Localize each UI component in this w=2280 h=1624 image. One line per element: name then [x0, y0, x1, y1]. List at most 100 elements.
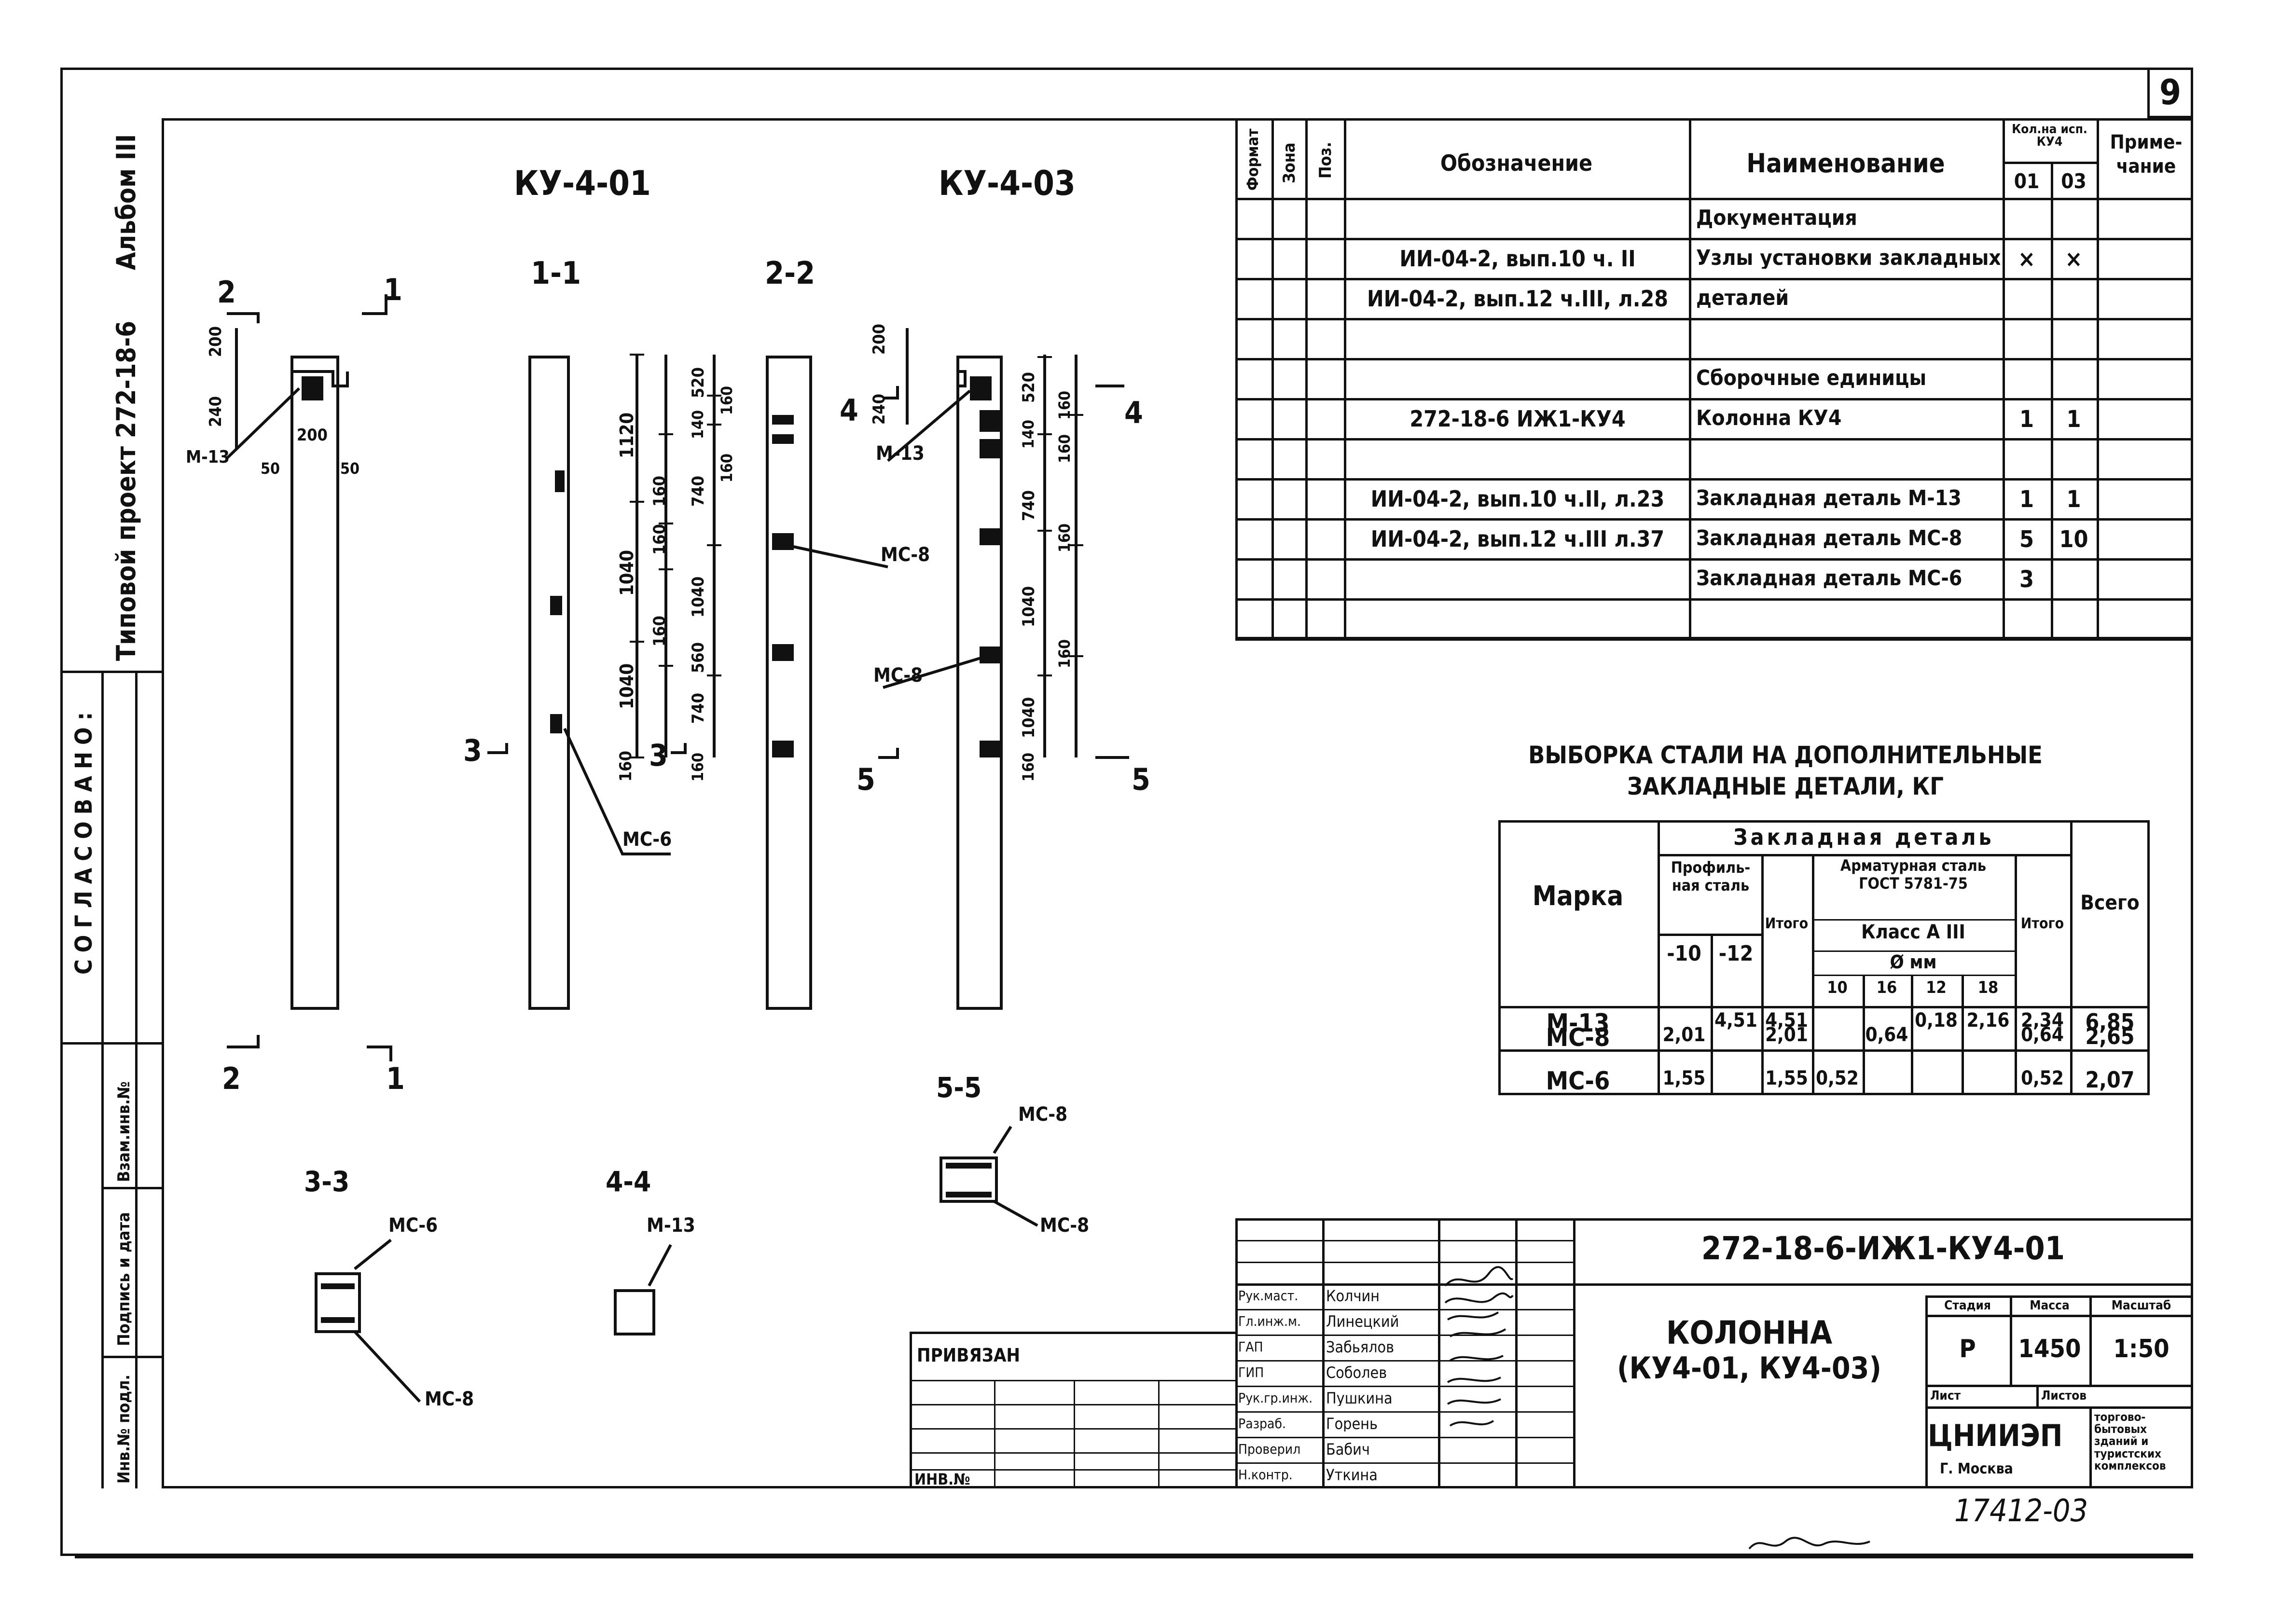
dim-c1-1: 1040: [616, 550, 637, 596]
dim-a1: 240: [206, 396, 225, 427]
page-number-box: [2147, 68, 2193, 118]
dim-a3: 50: [261, 459, 280, 478]
priv-row-1: [910, 1380, 1235, 1381]
tb-stage-bot: [1925, 1385, 2193, 1387]
spec-qty-03: ×: [2065, 248, 2083, 271]
dim-c3-560: 560: [689, 642, 708, 673]
tb-mass: 1450: [2018, 1335, 2081, 1363]
callout-mc8-e: МС-8: [1040, 1214, 1090, 1237]
spec-name: деталей: [1696, 288, 1789, 309]
spec-h-qty: Кол.на исп. КУ4: [2012, 122, 2087, 149]
section-mark-3-right: 3: [649, 738, 668, 773]
tb-col-name: [1438, 1218, 1440, 1488]
left-strip-line-2: [135, 671, 138, 1488]
tb-staff-role: Рук.маст.: [1238, 1289, 1299, 1303]
steel-ptotal: 1,55: [1765, 1067, 1808, 1089]
tb-org: ЦНИИЭП: [1928, 1418, 2063, 1453]
steel-col-rt: [2070, 820, 2073, 1095]
tb-row-c: [1235, 1283, 2193, 1286]
tb-staff-name: Горень: [1326, 1416, 1378, 1431]
priv-row-4: [910, 1452, 1235, 1454]
steel-rtotal: 2,34: [2021, 1009, 2064, 1032]
tb-doc-code: 272-18-6-ИЖ1-КУ4-01: [1701, 1230, 2065, 1267]
callout-m13-c: М-13: [647, 1214, 695, 1237]
spec-name: Закладная деталь М-13: [1696, 488, 1962, 509]
spec-h-name: Наименование: [1746, 148, 1945, 179]
spec-col-zone: [1305, 118, 1308, 639]
spec-h-note: Приме- чание: [2110, 131, 2183, 178]
inv-label: ИНВ.№: [914, 1470, 970, 1488]
spec-h-01: 01: [2014, 169, 2040, 193]
steel-row-h6: [1498, 1006, 2150, 1008]
steel-h-rtotal: Итого: [2020, 915, 2064, 932]
section-mark-2-bottom: 2: [222, 1061, 241, 1096]
steel-row-h2: [1658, 934, 1761, 936]
steel-rtotal: 0,64: [2021, 1024, 2064, 1046]
dim-c1-2: 1040: [616, 663, 637, 709]
steel-d18: 2,16: [1966, 1009, 2010, 1032]
leader-m13: [225, 387, 301, 460]
dim-c3-160b: 160: [718, 453, 736, 482]
dim-c4-140: 140: [1019, 419, 1037, 449]
steel-col-p10: [1711, 934, 1713, 1095]
steel-col-d18: [2015, 854, 2017, 1095]
tb-col-date: [1573, 1218, 1575, 1488]
left-strip-divider-3: [101, 1187, 162, 1189]
priv-col-1: [994, 1380, 995, 1488]
steel-h-mark: Марка: [1532, 881, 1624, 912]
dim-b1: 240: [870, 394, 889, 425]
dim-c1-0: 1120: [616, 412, 637, 458]
steel-mark: МС-6: [1546, 1067, 1610, 1096]
steel-table: [1498, 820, 2150, 1095]
tb-col-sheets: [2036, 1385, 2039, 1406]
section-mark-1-top: 1: [384, 272, 402, 307]
steel-d12: 0,18: [1915, 1009, 1958, 1032]
steel-h-class: Класс А III: [1861, 921, 1965, 943]
tb-scale: 1:50: [2113, 1335, 2169, 1363]
spec-qty-01: 1: [2019, 408, 2034, 431]
signatures: [1444, 1266, 1514, 1427]
dim-c2-0: 160: [650, 476, 669, 507]
tb-staff-role: ГАП: [1238, 1340, 1263, 1354]
spec-row-line: [1235, 318, 2193, 320]
dim-a2: 200: [297, 426, 328, 445]
spec-col-desig: [1689, 118, 1691, 639]
tb-mass-label: Масса: [2030, 1298, 2070, 1313]
steel-all: 2,65: [2085, 1023, 2135, 1049]
tb-staff-name: Уткина: [1326, 1467, 1378, 1483]
tb-sheet-label: Лист: [1930, 1389, 1961, 1403]
section-mark-2-top: 2: [217, 275, 236, 310]
spec-name: Закладная деталь МС-8: [1696, 528, 1962, 549]
dim-c2-1: 160: [650, 524, 669, 555]
tb-staff-line: [1235, 1437, 1573, 1438]
callout-mc8-b: МС-8: [873, 664, 923, 687]
privyazan-label: ПРИВЯЗАН: [917, 1345, 1021, 1366]
spec-qty-03: 1: [2066, 408, 2081, 431]
dim-c3-160a: 160: [718, 385, 736, 415]
steel-p10: 2,01: [1662, 1024, 1706, 1046]
drawing-title-ku4-03: КУ-4-03: [939, 164, 1076, 203]
dim-c3-520: 520: [689, 367, 708, 398]
section-mark-1-bottom: 1: [386, 1061, 405, 1096]
tb-staff-line: [1235, 1335, 1573, 1336]
spec-row-line: [1235, 638, 2193, 641]
steel-rtotal: 0,52: [2021, 1067, 2064, 1089]
steel-h-d16: 16: [1876, 978, 1897, 997]
callout-mc8-d: МС-8: [1018, 1103, 1068, 1126]
section-mark-5-left: 5: [857, 762, 875, 797]
bottom-signature: [1748, 1537, 1870, 1550]
spec-designation: ИИ-04-2, вып.10 ч.II, л.23: [1370, 488, 1665, 510]
section-mark-4-right: 4: [1124, 395, 1143, 430]
dim-c3-140: 140: [689, 410, 707, 439]
dim-c5-1: 160: [1055, 434, 1074, 463]
tb-staff-line: [1235, 1411, 1573, 1413]
callout-m13-a: М-13: [186, 447, 230, 467]
spec-h-designation: Обозначение: [1440, 150, 1593, 176]
steel-h-all: Всего: [2080, 891, 2140, 914]
dim-c2-2: 160: [650, 616, 669, 647]
column-section-1-1: [528, 356, 570, 1010]
tb-row-a: [1235, 1240, 1573, 1241]
spec-designation: 272-18-6 ИЖ1-КУ4: [1409, 408, 1626, 430]
spec-row-line: [1235, 438, 2193, 440]
steel-h-ptotal: Итого: [1765, 915, 1809, 932]
